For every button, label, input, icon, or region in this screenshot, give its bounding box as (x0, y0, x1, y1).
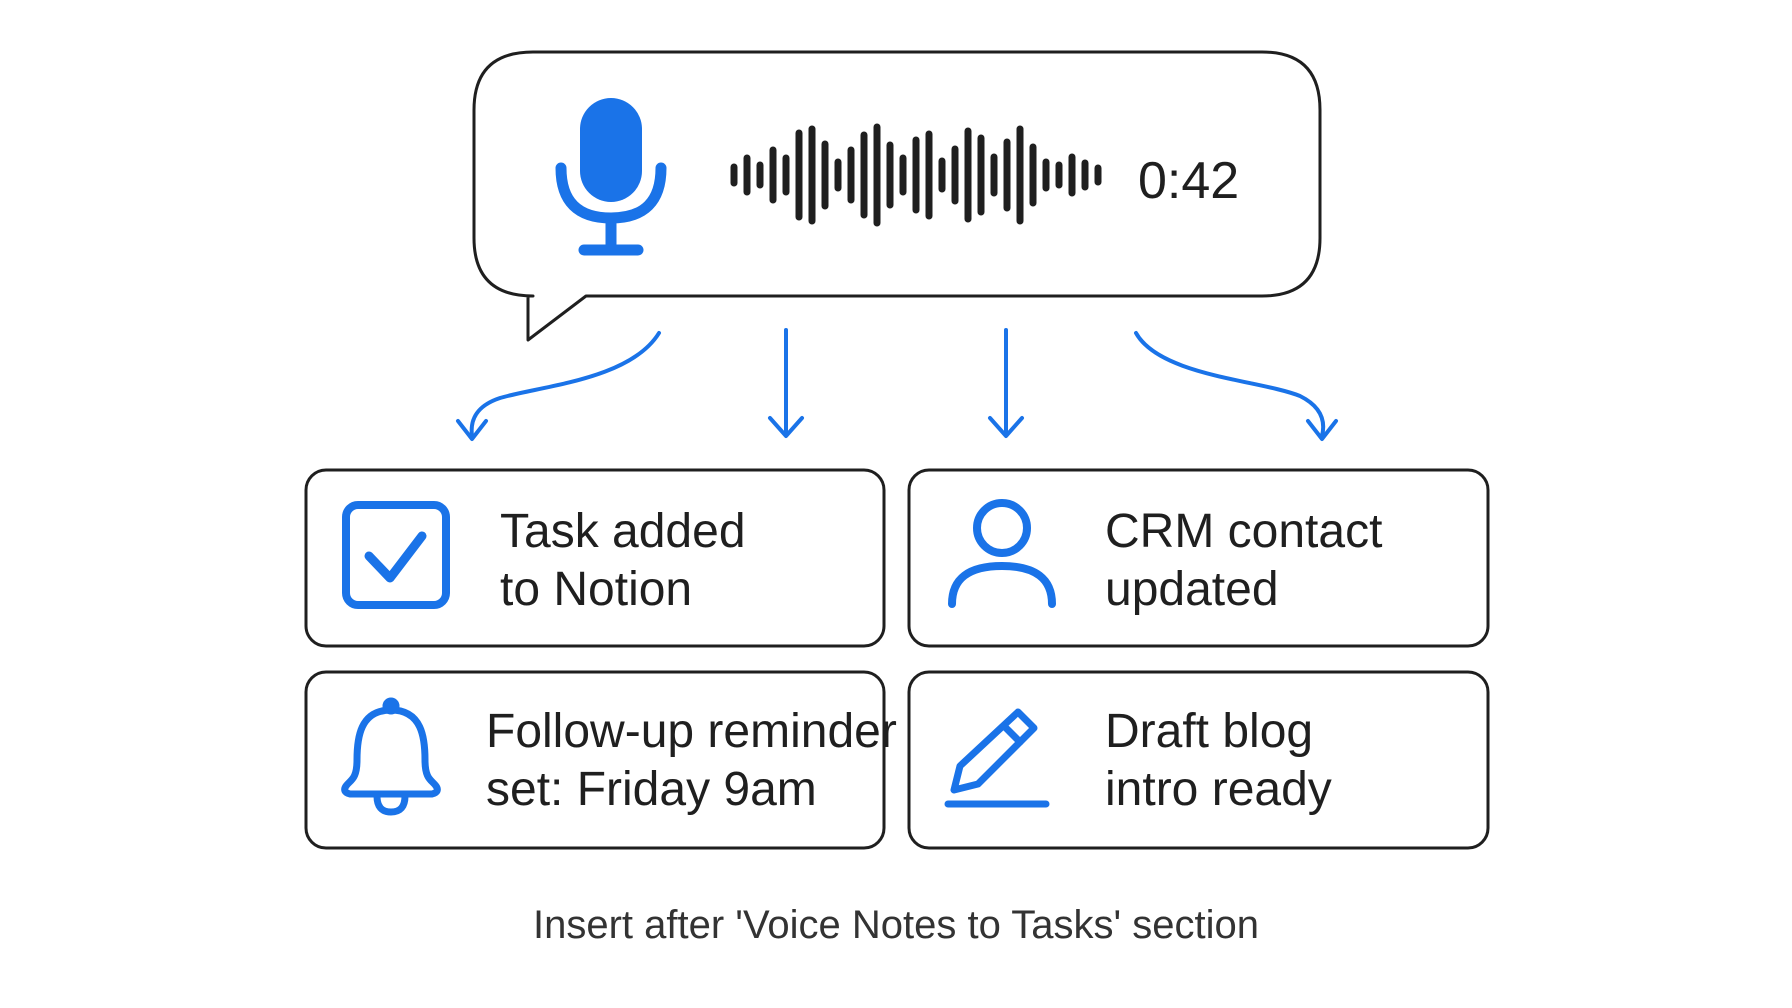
output-card-task: Task added to Notion (304, 468, 886, 648)
flow-arrows (456, 328, 1338, 441)
arrow-to-reminder-card (768, 328, 804, 438)
speech-bubble-outline (472, 50, 1322, 342)
audio-waveform-icon (730, 123, 1102, 227)
arrow-to-task-card (456, 331, 661, 441)
svg-text:Task added: Task added (500, 505, 746, 558)
recording-duration: 0:42 (1138, 152, 1239, 210)
svg-text:CRM contact: CRM contact (1105, 505, 1382, 558)
svg-text:to Notion: to Notion (500, 563, 692, 616)
card-line-1: Task added (500, 505, 746, 558)
svg-text:set: Friday 9am: set: Friday 9am (486, 763, 817, 816)
card-line-2: updated (1105, 563, 1279, 616)
card-border (304, 468, 886, 648)
output-card-blog: Draft blog intro ready (907, 670, 1490, 850)
microphone-icon (555, 98, 667, 256)
user-icon (948, 499, 1056, 608)
card-line-2: intro ready (1105, 763, 1332, 816)
svg-text:Follow-up reminder: Follow-up reminder (486, 705, 897, 758)
card-border (907, 468, 1490, 648)
arrow-to-crm-card (1134, 331, 1338, 441)
card-border (304, 670, 886, 850)
svg-text:intro ready: intro ready (1105, 763, 1332, 816)
card-line-1: CRM contact (1105, 505, 1382, 558)
checkbox-checked-icon (342, 501, 450, 609)
bell-icon (341, 697, 441, 816)
voice-note-bubble: 0:42 (472, 50, 1322, 342)
card-line-1: Follow-up reminder (486, 705, 897, 758)
arrow-to-blog-card (988, 328, 1024, 438)
card-line-1: Draft blog (1105, 705, 1313, 758)
card-line-2: set: Friday 9am (486, 763, 817, 816)
card-line-2: to Notion (500, 563, 692, 616)
output-card-crm: CRM contact updated (907, 468, 1490, 648)
output-card-reminder: Follow-up reminder set: Friday 9am (304, 670, 897, 850)
caption: Insert after 'Voice Notes to Tasks' sect… (533, 903, 1259, 947)
svg-text:updated: updated (1105, 563, 1279, 616)
card-border (907, 670, 1490, 850)
pencil-icon (944, 708, 1050, 808)
svg-text:Draft blog: Draft blog (1105, 705, 1313, 758)
